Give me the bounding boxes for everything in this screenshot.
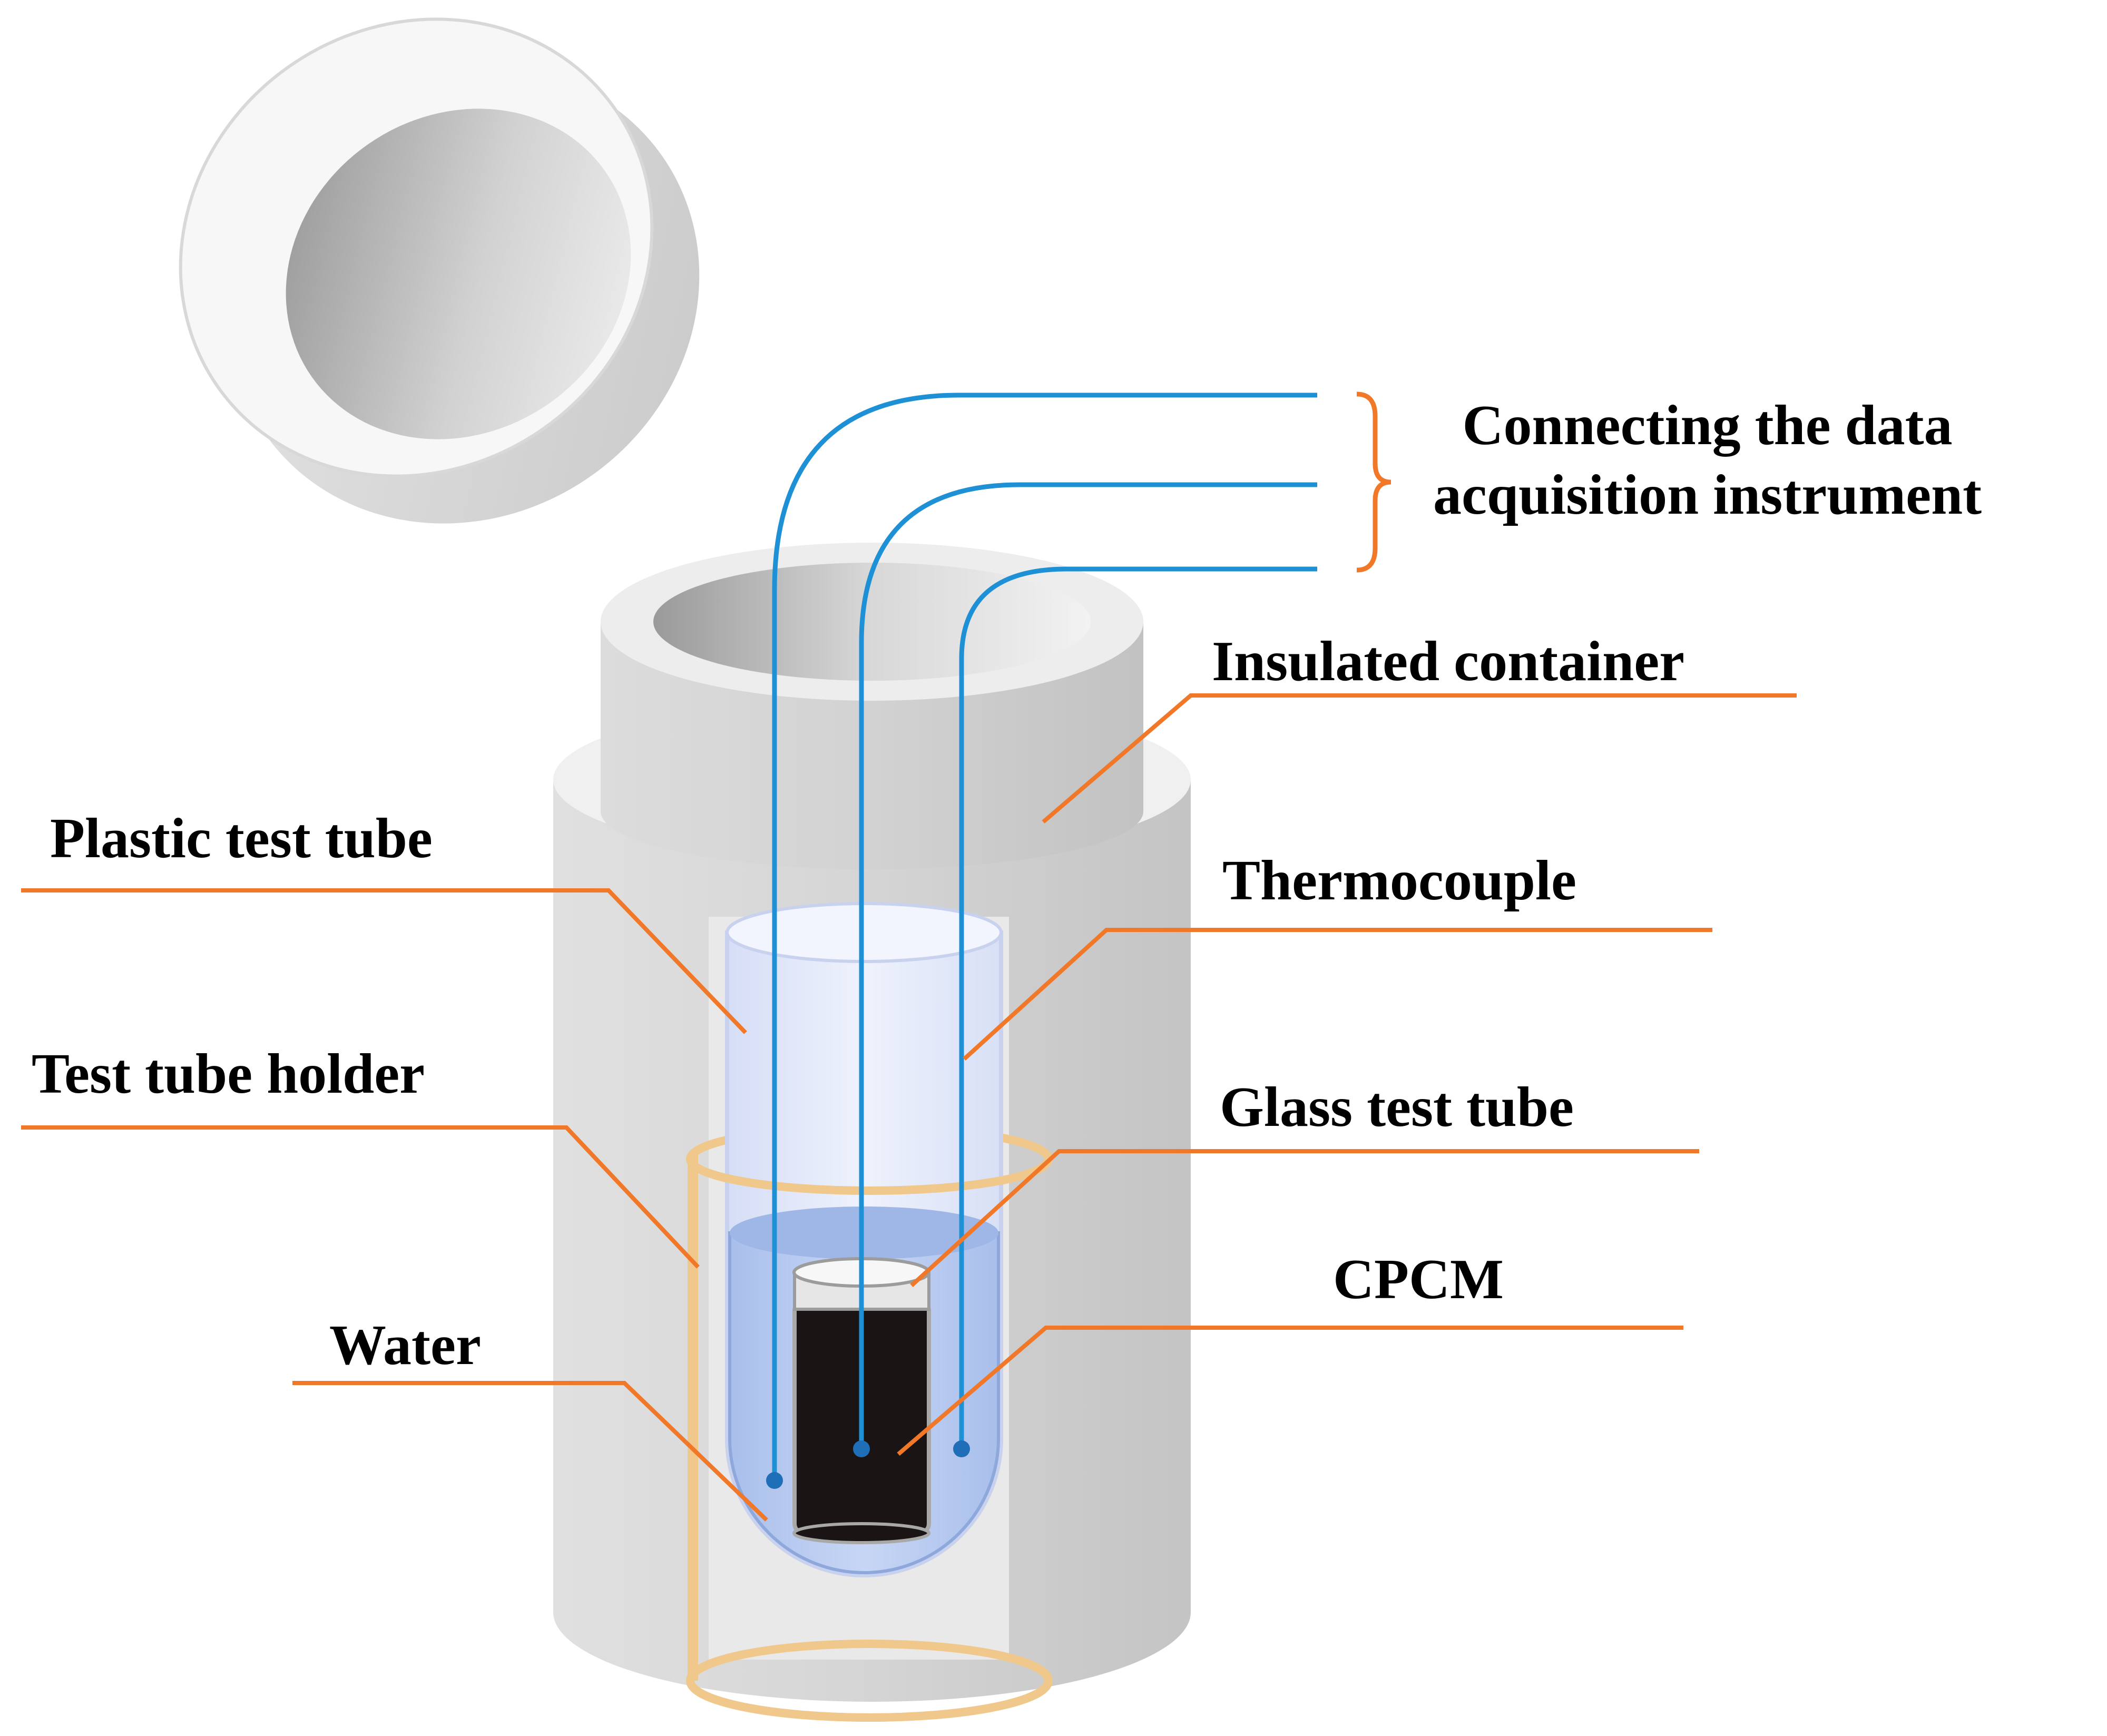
water-label: Water xyxy=(329,1314,481,1377)
plastic-test-tube-label: Plastic test tube xyxy=(50,807,433,870)
glass-test-tube-label: Glass test tube xyxy=(1220,1076,1574,1139)
leader-thermocouple xyxy=(963,928,1712,1061)
leader-insulated-container xyxy=(1042,693,1797,824)
leader-test-tube-holder xyxy=(21,1125,700,1269)
leader-lines xyxy=(21,693,1797,1522)
thermocouple-tips xyxy=(766,1440,970,1489)
connecting-label-line2: acquisition instrument xyxy=(1433,463,1982,526)
leader-cpcm xyxy=(897,1326,1683,1456)
connection-bracket xyxy=(1356,391,1391,573)
connecting-label-line1: Connecting the data xyxy=(1462,394,1953,457)
insulated-container-label: Insulated container xyxy=(1212,630,1685,693)
thermocouple-wires xyxy=(772,393,1317,1475)
leader-glass-test-tube xyxy=(910,1149,1699,1287)
test-tube-holder-label: Test tube holder xyxy=(32,1043,425,1105)
lid xyxy=(179,17,700,524)
cpcm-label: CPCM xyxy=(1333,1248,1504,1311)
test-tube-holder-front xyxy=(686,1159,1053,1722)
thermocouple-label: Thermocouple xyxy=(1222,849,1576,912)
leader-plastic-test-tube xyxy=(21,888,747,1034)
leader-water xyxy=(292,1381,768,1522)
connecting-label: Connecting the data acquisition instrume… xyxy=(1433,391,1982,530)
insulated-container xyxy=(553,543,1191,1702)
